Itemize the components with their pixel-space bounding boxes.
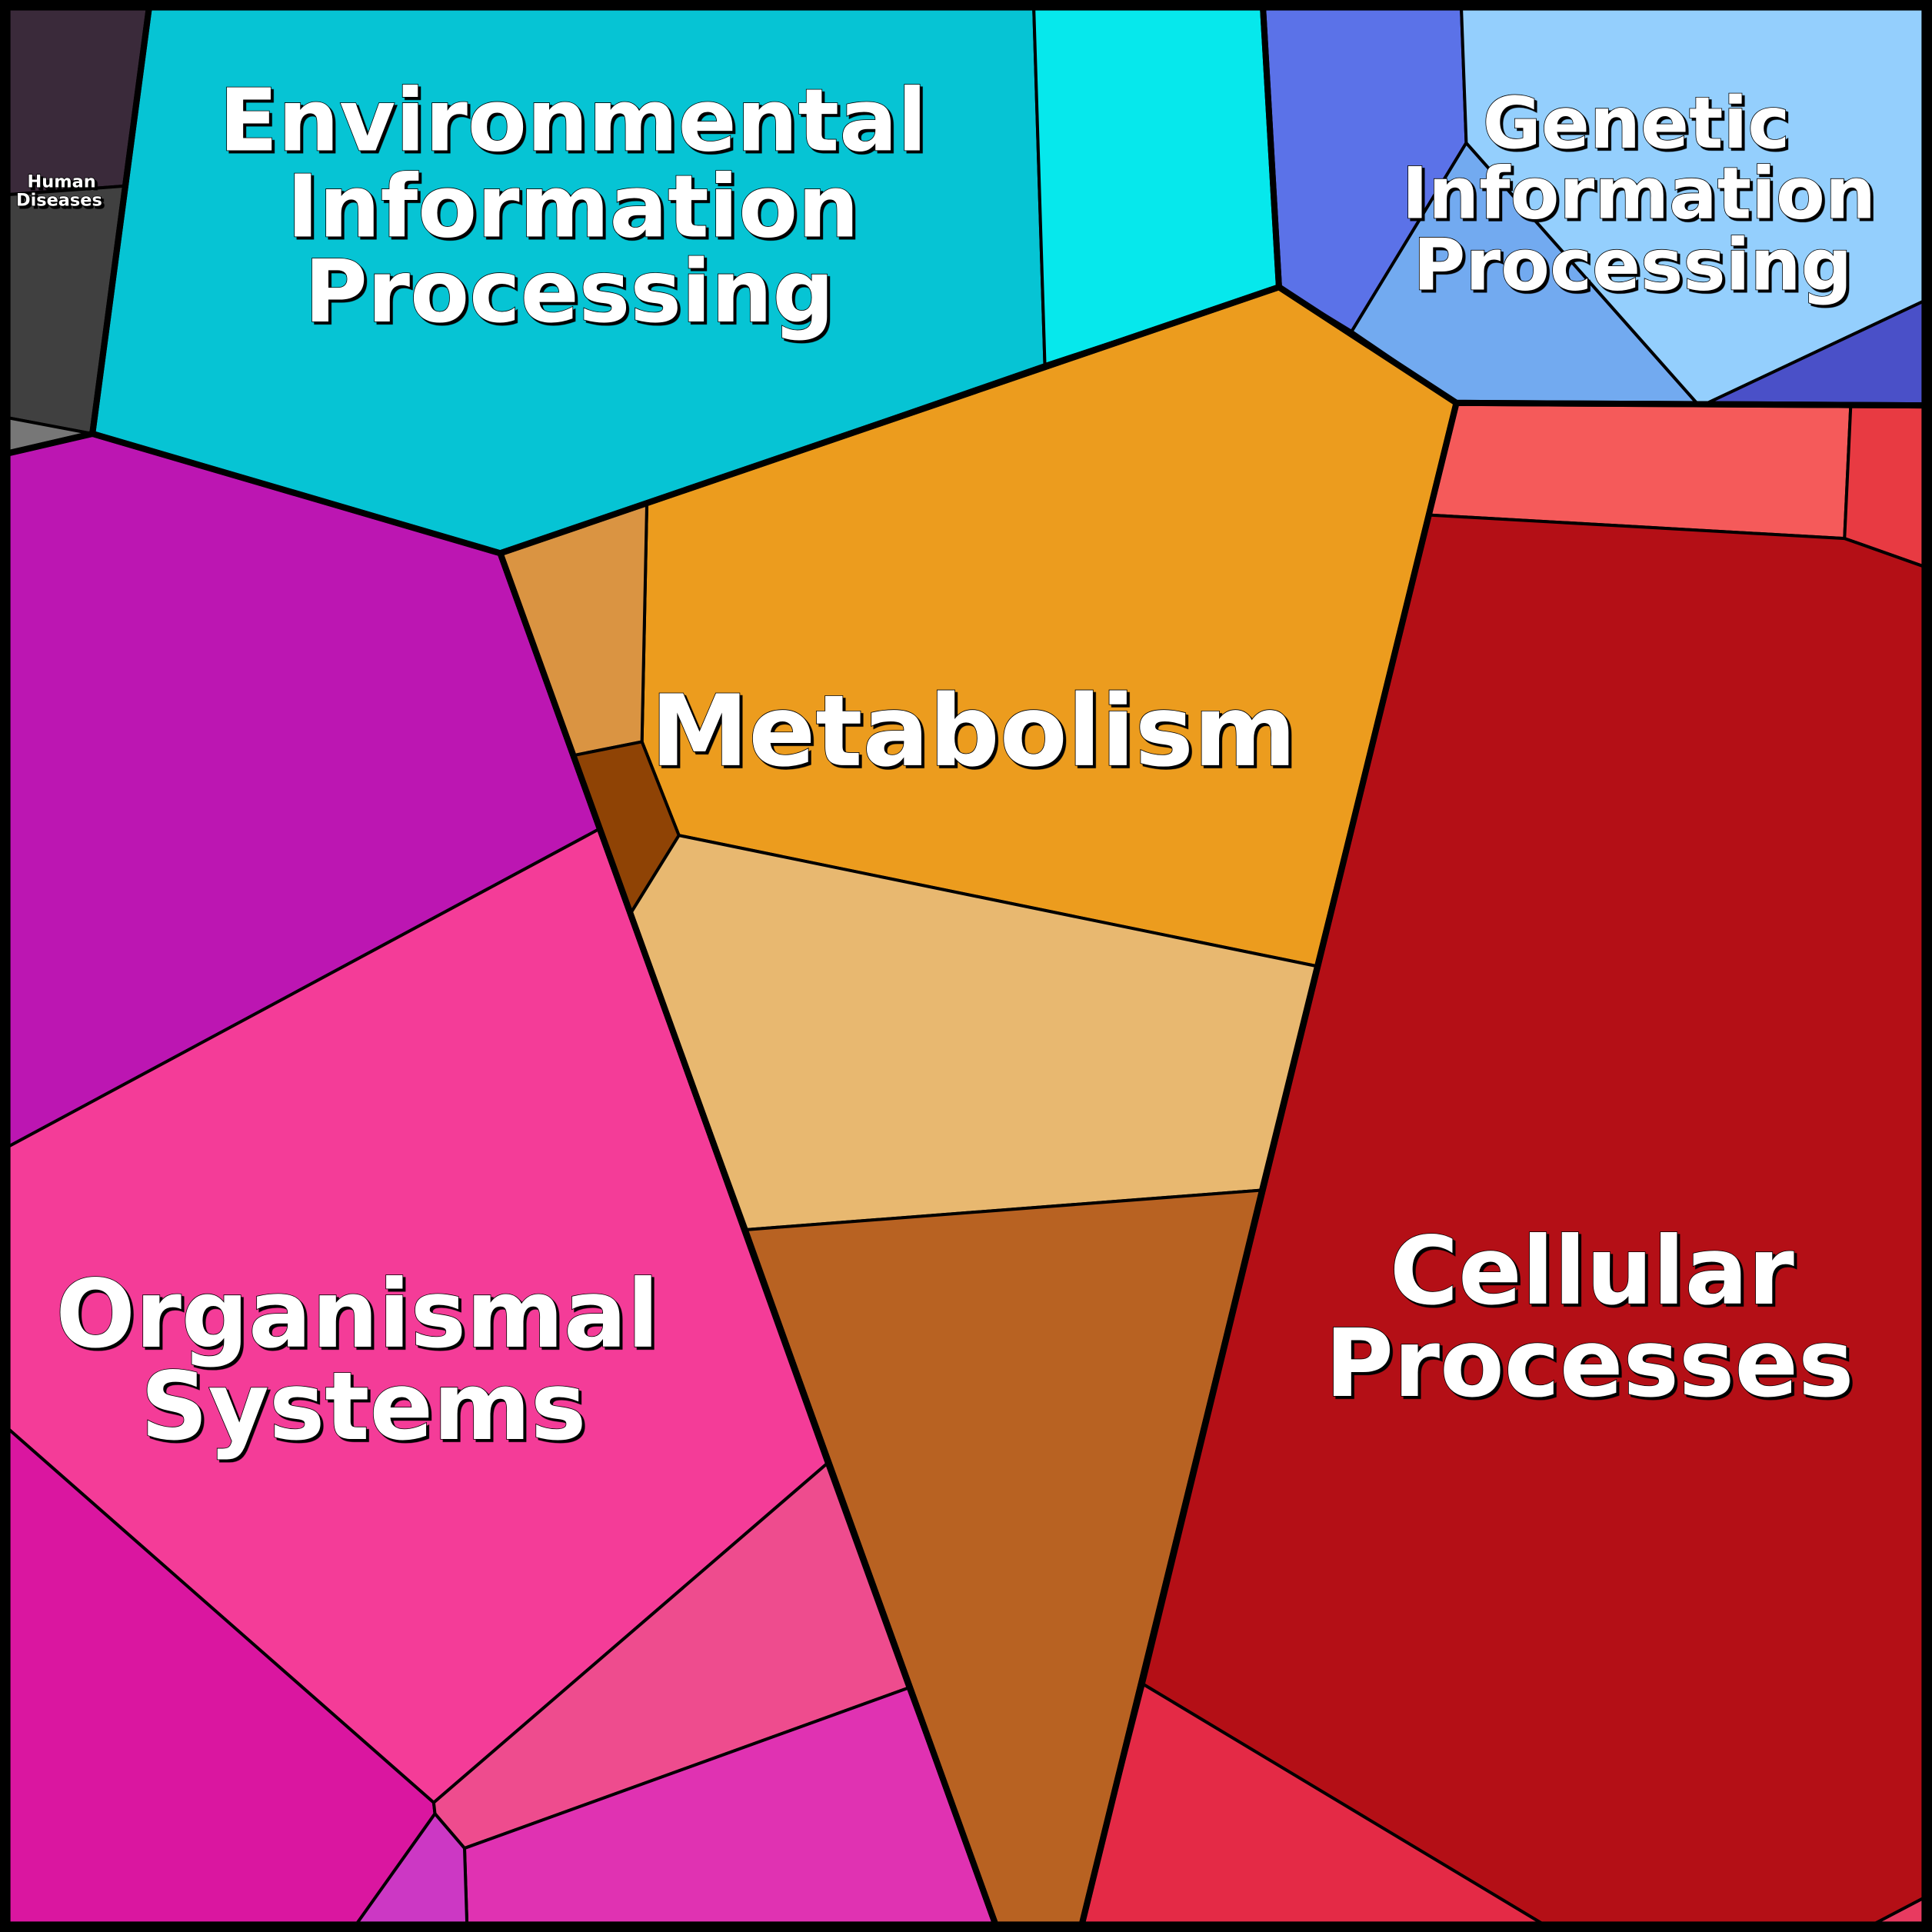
label-environmental-3: Processing (305, 242, 834, 342)
label-genetic-2: Information (1401, 152, 1876, 235)
label-human-diseases-2: Diseases (16, 191, 102, 211)
label-cellular-2: Processes (1325, 1309, 1854, 1418)
category-organismal (5, 431, 998, 1927)
label-human-diseases-1: Human (28, 172, 96, 192)
category-genetic (1261, 5, 1927, 408)
label-genetic-3: Processing (1413, 223, 1852, 306)
labels: Human Diseases Environmental Information… (15, 71, 1877, 1462)
label-metabolism: Metabolism (651, 675, 1297, 789)
label-organismal-1: Organismal (55, 1260, 658, 1369)
category-metabolism (498, 285, 1458, 1927)
label-cellular-1: Cellular (1390, 1217, 1794, 1326)
label-environmental-1: Environmental (219, 71, 928, 171)
label-genetic-1: Genetic (1483, 82, 1790, 165)
label-organismal-2: Systems (141, 1352, 587, 1461)
label-environmental-2: Information (287, 158, 859, 258)
